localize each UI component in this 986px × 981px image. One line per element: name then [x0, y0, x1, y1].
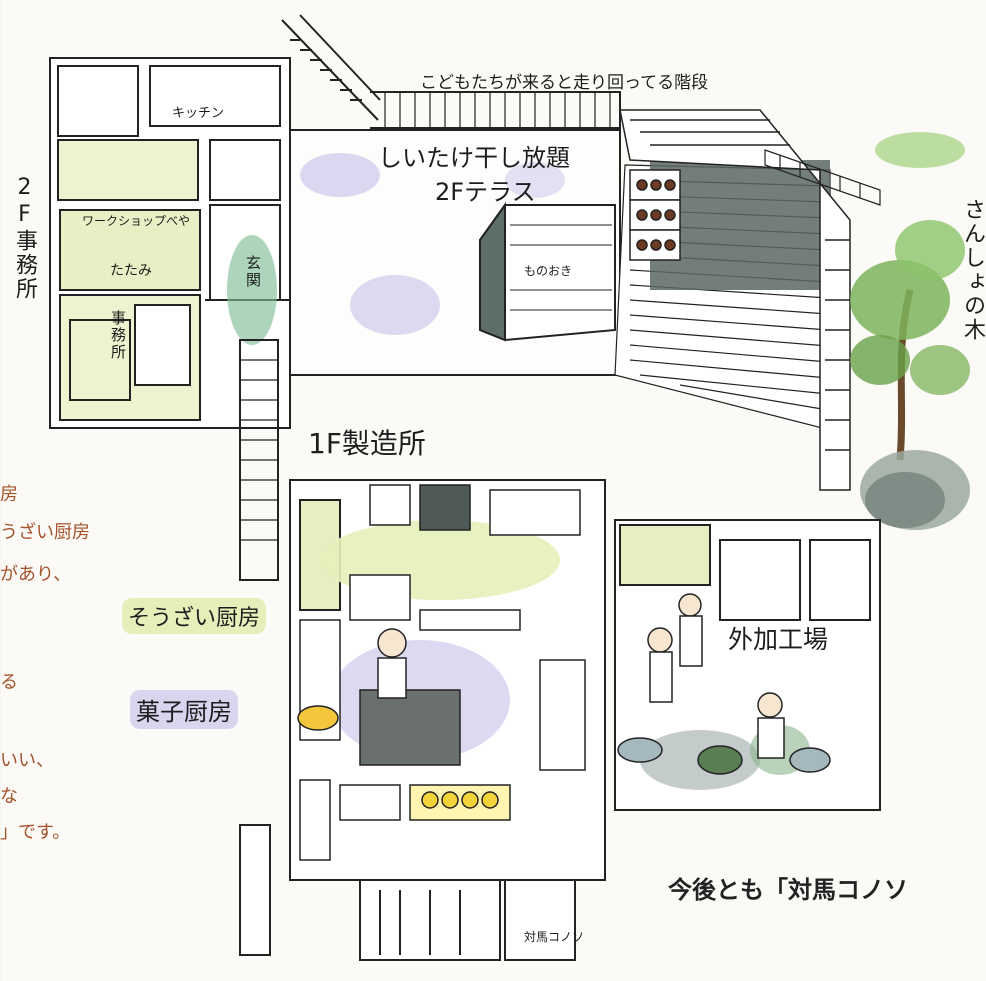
outdoor-workshop-label: 外加工場	[728, 625, 829, 654]
worker-figure	[377, 628, 407, 699]
left-fragment-4: る	[0, 672, 18, 693]
sansho-tree	[850, 132, 970, 530]
left-fragment-3: があり、	[0, 564, 72, 585]
entrance-wash	[227, 235, 277, 345]
right-stairs	[619, 109, 851, 491]
mushroom-racks	[629, 169, 681, 261]
factory-1f-label: 1F製造所	[308, 427, 426, 460]
factory-equipment	[297, 484, 586, 861]
tatami-label: たたみ	[110, 263, 152, 279]
confection-kitchen-label: 菓子厨房	[130, 690, 238, 729]
left-fragment-1: 房	[0, 484, 18, 505]
left-fragment-5: いい、	[0, 750, 54, 771]
workshop-figures	[617, 593, 831, 775]
shop-front	[239, 824, 576, 961]
terrace-label-line2: 2Fテラス	[435, 178, 536, 206]
left-fragment-7: 」です。	[0, 822, 71, 843]
terrace-label-line1: しいたけ干し放題	[378, 144, 570, 172]
shop-sign: 対馬コノソ	[524, 930, 585, 944]
office-2f-vertical-label: 2F事務所	[12, 175, 37, 301]
left-fragment-2: うざい厨房	[0, 522, 90, 543]
tree-vertical-label: さんしょの木	[960, 198, 985, 342]
kitchen-label: キッチン	[172, 106, 225, 121]
entrance-label: 玄関	[244, 255, 262, 289]
storage-label: ものおき	[524, 264, 573, 278]
storage-shed	[479, 201, 616, 342]
bottom-caption: 今後とも「対馬コノソ	[668, 876, 908, 904]
sozai-kitchen-label: そうざい厨房	[122, 598, 267, 634]
left-fragment-6: な	[0, 786, 18, 807]
stairs-caption: こどもたちが来ると走り回ってる階段	[420, 73, 709, 93]
office-room-label: 事務所	[109, 310, 127, 361]
upper-stairs	[281, 14, 381, 121]
workshop-room-label: ワークショップべや	[82, 214, 191, 228]
